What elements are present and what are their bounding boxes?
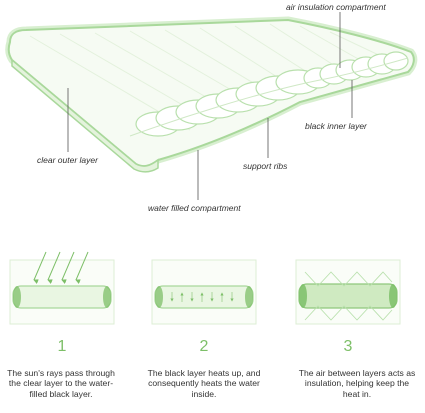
step-3-tube-end-right [389, 284, 397, 308]
step-1-description: The sun's rays pass through the clear la… [7, 368, 115, 399]
step-2-illustration [151, 259, 257, 325]
water-tubes [135, 69, 321, 137]
step-2-tube [154, 285, 254, 309]
step-3-illustration [295, 259, 401, 325]
step-3-tube [298, 283, 398, 309]
step-2-tube-end-left [155, 286, 163, 308]
step-1-tube [12, 285, 112, 309]
label-clear-outer-layer: clear outer layer [37, 155, 98, 165]
step-1-number: 1 [57, 338, 67, 355]
heat-arrows [170, 292, 234, 302]
air-tubes [303, 51, 409, 89]
leader-lines [67, 12, 353, 200]
cross-section-tubes [129, 51, 409, 137]
step-2-description: The black layer heats up, and consequent… [147, 368, 261, 399]
step-2-number: 2 [199, 338, 209, 355]
label-support-ribs: support ribs [243, 161, 288, 171]
step-1-tube-end-left [13, 286, 21, 308]
label-air-insulation-compartment: air insulation compartment [286, 2, 386, 12]
sun-ray-arrows [33, 251, 89, 284]
label-water-filled-compartment: water filled compartment [148, 203, 241, 213]
step-3-description: The air between layers acts as insulatio… [298, 368, 416, 399]
step-3-number: 3 [343, 338, 353, 355]
step-2-tube-end-right [245, 286, 253, 308]
panel-edge [11, 58, 159, 173]
step-3-tube-end-left [299, 284, 307, 308]
label-black-inner-layer: black inner layer [305, 121, 367, 131]
step-1-illustration [9, 251, 115, 325]
inner-layer-line [129, 57, 409, 137]
insulation-zigzag-bottom [304, 305, 393, 321]
step-1-tube-end-right [103, 286, 111, 308]
insulation-zigzag-top [304, 271, 393, 287]
